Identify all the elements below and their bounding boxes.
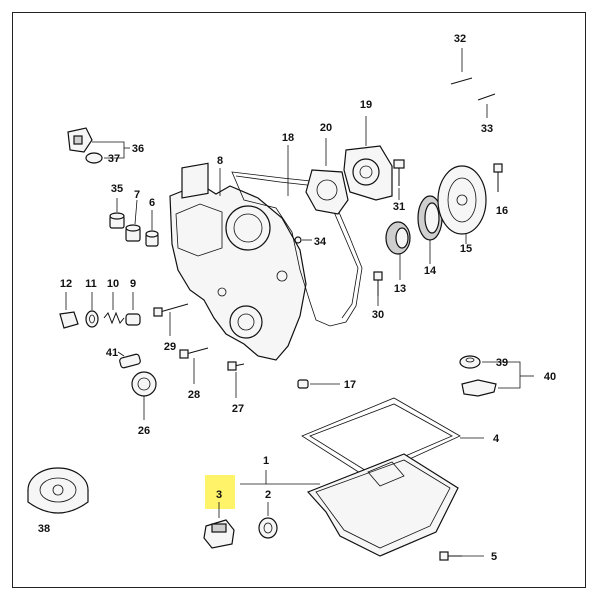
bushing-35[interactable] (109, 212, 125, 229)
callout-40: 40 (544, 371, 556, 383)
oil-filter-38[interactable] (27, 467, 89, 514)
callout-10: 10 (107, 278, 119, 290)
bolt-27[interactable] (227, 361, 245, 371)
gasket-20[interactable] (305, 169, 349, 215)
oil-pan-1[interactable] (306, 453, 459, 557)
callout-18: 18 (282, 132, 294, 144)
callout-3: 3 (216, 489, 222, 501)
bushing-6[interactable] (145, 230, 159, 247)
plug-17[interactable] (297, 379, 309, 389)
callout-41: 41 (106, 347, 118, 359)
pin-33[interactable] (477, 93, 496, 118)
seal-26[interactable] (131, 371, 157, 397)
ring-14[interactable] (417, 195, 443, 241)
callout-38: 38 (38, 523, 50, 535)
callout-16: 16 (496, 205, 508, 217)
callout-29: 29 (164, 341, 176, 353)
callout-7: 7 (134, 189, 140, 201)
callout-4: 4 (493, 433, 500, 445)
callout-37: 37 (108, 153, 120, 165)
dowel-34[interactable] (294, 236, 302, 244)
bolt-30[interactable] (373, 271, 383, 296)
washer-11[interactable] (85, 310, 99, 328)
bushing-7[interactable] (125, 224, 141, 242)
callout-13: 13 (394, 283, 406, 295)
fitting-40[interactable] (461, 379, 497, 397)
callout-28: 28 (188, 389, 200, 401)
callout-32: 32 (454, 33, 466, 45)
callout-35: 35 (111, 183, 123, 195)
callout-8: 8 (217, 155, 223, 167)
oil-pan-gasket-4[interactable] (301, 397, 461, 479)
callout-9: 9 (130, 278, 136, 290)
callout-19: 19 (360, 99, 372, 111)
bolt-28[interactable] (179, 347, 209, 359)
callout-27: 27 (232, 403, 244, 415)
bolt-5[interactable] (439, 551, 462, 561)
highlight-callout-3 (205, 475, 235, 509)
callout-17: 17 (344, 379, 356, 391)
callout-14: 14 (424, 265, 437, 277)
callout-11: 11 (85, 278, 97, 290)
pump-body-19[interactable] (343, 145, 393, 201)
o-ring-37[interactable] (85, 152, 103, 164)
pin-32[interactable] (450, 48, 473, 85)
callout-30: 30 (372, 309, 384, 321)
pin-41[interactable] (119, 353, 141, 369)
callout-6: 6 (149, 197, 155, 209)
timing-cover-8[interactable] (169, 162, 307, 361)
callout-2: 2 (265, 489, 271, 501)
drain-plug-3[interactable] (203, 519, 235, 549)
callout-31: 31 (393, 201, 405, 213)
bolt-16[interactable] (493, 163, 503, 192)
callout-36: 36 (132, 143, 144, 155)
plug-12[interactable] (59, 311, 79, 329)
callout-26: 26 (138, 425, 150, 437)
callout-15: 15 (460, 243, 472, 255)
callout-5: 5 (491, 551, 497, 563)
callout-39: 39 (496, 357, 508, 369)
gear-13[interactable] (385, 221, 411, 255)
callout-1: 1 (263, 455, 269, 467)
sensor-36[interactable] (67, 127, 93, 153)
callout-12: 12 (60, 278, 72, 290)
nut-39[interactable] (459, 355, 481, 369)
piston-9[interactable] (125, 313, 141, 326)
bolt-31[interactable] (393, 159, 405, 186)
bolt-29[interactable] (153, 303, 189, 317)
washer-2[interactable] (258, 517, 278, 539)
callout-33: 33 (481, 123, 493, 135)
spring-10[interactable] (103, 311, 125, 325)
rotor-15[interactable] (437, 165, 487, 235)
callout-20: 20 (320, 122, 332, 134)
callout-34: 34 (314, 236, 327, 248)
